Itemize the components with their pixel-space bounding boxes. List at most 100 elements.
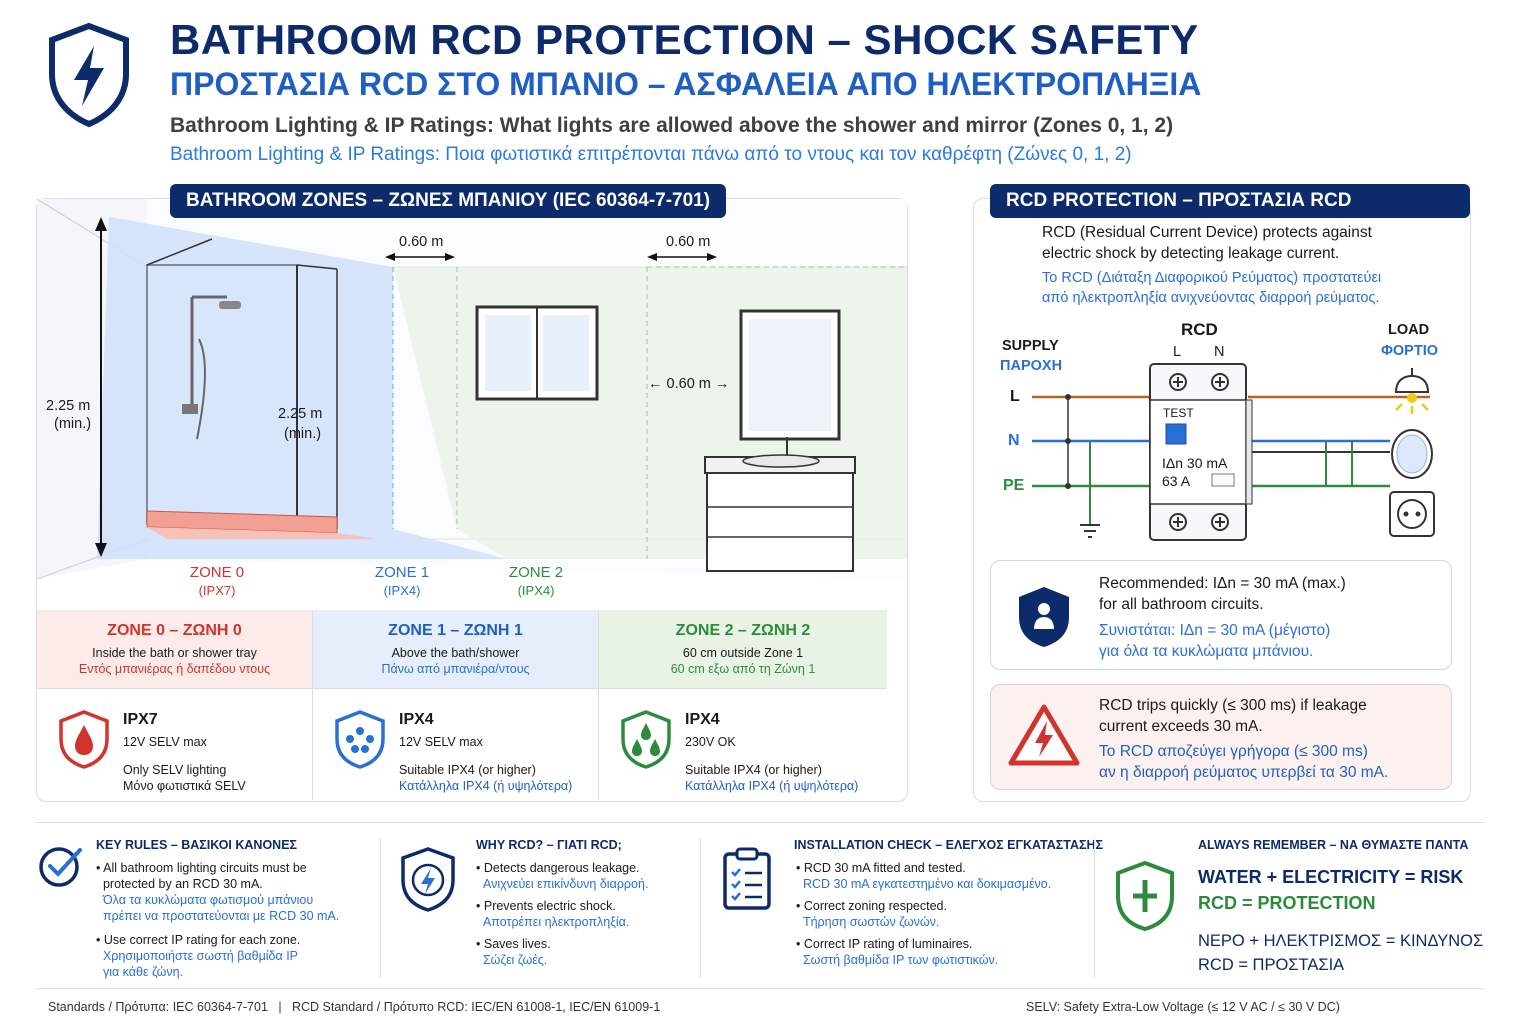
zone1-voltage: 12V SELV max <box>399 735 483 749</box>
why-rcd-item-3: • Saves lives. Σώζει ζωές. <box>476 937 551 967</box>
height-label-left-min: (min.) <box>54 416 92 432</box>
height-label-inner: 2.25 m <box>278 406 323 422</box>
rcd-intro-2: electric shock by detecting leakage curr… <box>1042 245 1340 262</box>
why-rcd-item-1-greek: Ανιχνεύει επικίνδυνη διαρροή. <box>482 877 649 891</box>
zone2-label-ip: (IPX4) <box>517 583 555 598</box>
zone1-label-ip: (IPX4) <box>383 583 421 598</box>
zone2-note-greek: Κατάλληλα IPX4 (ή υψηλότερα) <box>685 779 859 793</box>
zone0-voltage: 12V SELV max <box>123 735 207 749</box>
recommended-text-1: Recommended: IΔn = 30 mA (max.) <box>1099 575 1346 592</box>
recommended-greek-1: Συνιστάται: IΔn = 30 mA (μέγιστο) <box>1099 622 1331 639</box>
rcd-amps-label: 63 A <box>1162 473 1191 489</box>
water-drops-icon <box>621 710 671 769</box>
dim-label-top-1: 0.60 m <box>399 234 444 250</box>
dim-label-mirror: ← 0.60 m → <box>648 376 730 392</box>
zone0-note-greek: Μόνο φωτιστικά SELV <box>123 779 246 793</box>
install-item-3: • Correct IP rating of luminaires. Σωστή… <box>796 937 999 967</box>
remember-line-4: RCD = ΠΡΟΣΤΑΣΙΑ <box>1198 956 1345 974</box>
line-l-label: L <box>1010 388 1020 405</box>
recommended-greek-2: για όλα τα κυκλώματα μπάνιου. <box>1099 643 1314 660</box>
key-rule-2-greek-1: Χρησιμοποιήστε σωστή βαθμίδα IP <box>102 949 299 963</box>
height-label-left: 2.25 m <box>46 398 91 414</box>
socket-icon <box>1389 491 1435 537</box>
zone0-label: ZONE 0 (IPX7) <box>187 564 247 598</box>
why-rcd-item-3-greek: Σώζει ζωές. <box>482 953 548 967</box>
recommended-text-2: for all bathroom circuits. <box>1099 596 1264 613</box>
page-subtitle: Bathroom Lighting & IP Ratings: What lig… <box>170 114 1174 137</box>
zone2-note: Suitable IPX4 (or higher) <box>685 763 822 777</box>
zone2-label: ZONE 2 (IPX4) <box>506 564 566 598</box>
rcd-terminal-l: L <box>1173 344 1182 360</box>
zone1-desc: Above the bath/shower <box>391 646 520 660</box>
why-rcd-title: WHY RCD? – ΓΙΑΤΙ RCD; <box>476 838 622 852</box>
zone2-label-name: ZONE 2 <box>508 564 564 581</box>
warning-bolt-icon <box>1008 704 1080 766</box>
rcd-terminal-n: N <box>1214 344 1225 360</box>
zone0-label-ip: (IPX7) <box>198 583 236 598</box>
load-label: LOAD <box>1388 322 1430 338</box>
supply-label-greek: ΠΑΡΟΧΗ <box>1000 358 1063 374</box>
zone1-label: ZONE 1 (IPX4) <box>372 564 432 598</box>
why-rcd-item-1-text: Detects dangerous leakage. <box>483 861 640 875</box>
trip-text-2: current exceeds 30 mA. <box>1099 718 1263 735</box>
rcd-idn-label: IΔn 30 mA <box>1162 455 1228 471</box>
install-item-3-greek: Σωστή βαθμίδα IP των φωτιστικών. <box>802 953 999 967</box>
install-item-1-text: RCD 30 mA fitted and tested. <box>803 861 966 875</box>
install-item-2-text: Correct zoning respected. <box>803 899 947 913</box>
why-rcd-item-1: • Detects dangerous leakage. Ανιχνεύει ε… <box>476 861 649 891</box>
zone1-column: ZONE 1 – ΖΩΝΗ 1 Above the bath/shower Πά… <box>313 610 599 800</box>
height-label-inner-min: (min.) <box>284 426 322 442</box>
key-rules-title: KEY RULES – ΒΑΣΙΚΟΙ ΚΑΝΟΝΕΣ <box>96 838 298 852</box>
zone2-column: ZONE 2 – ΖΩΝΗ 2 60 cm outside Zone 1 60 … <box>599 610 887 800</box>
trip-greek-2: αν η διαρροή ρεύματος υπερβεί τα 30 mA. <box>1099 764 1389 781</box>
shield-bolt-small-icon <box>401 847 455 912</box>
zone2-desc: 60 cm outside Zone 1 <box>682 646 804 660</box>
bottom-divider-3 <box>1094 838 1095 978</box>
key-rule-2: • Use correct IP rating for each zone. Χ… <box>96 933 301 979</box>
zone1-note: Suitable IPX4 (or higher) <box>399 763 536 777</box>
key-rule-1-greek-1: Όλα τα κυκλώματα φωτισμού μπάνιου <box>102 893 314 907</box>
key-rule-2-line: Use correct IP rating for each zone. <box>103 933 301 947</box>
zone1-note-greek: Κατάλληλα IPX4 (ή υψηλότερα) <box>399 779 573 793</box>
zone2-heading: ZONE 2 – ΖΩΝΗ 2 <box>675 622 811 639</box>
water-drop-icon <box>59 710 109 769</box>
key-rule-1-line-2: protected by an RCD 30 mA. <box>102 877 263 891</box>
page-title-greek: ΠΡΟΣΤΑΣΙΑ RCD ΣΤΟ ΜΠΑΝΙΟ – ΑΣΦΑΛΕΙΑ ΑΠΟ … <box>170 66 1202 102</box>
bottom-divider-2 <box>700 838 701 978</box>
key-rule-2-greek-2: για κάθε ζώνη. <box>102 965 184 979</box>
line-pe-label: PE <box>1003 477 1025 494</box>
remember-line-3: ΝΕΡΟ + ΗΛΕΚΤΡΙΣΜΟΣ = ΚΙΝΔΥΝΟΣ <box>1198 932 1484 950</box>
trip-text-1: RCD trips quickly (≤ 300 ms) if leakage <box>1099 697 1367 714</box>
footer-selv: SELV: Safety Extra-Low Voltage (≤ 12 V A… <box>1026 1000 1340 1014</box>
zone0-ip: IPX7 <box>123 711 158 728</box>
zone0-column: ZONE 0 – ΖΩΝΗ 0 Inside the bath or showe… <box>37 610 313 800</box>
rcd-intro-1: RCD (Residual Current Device) protects a… <box>1042 224 1372 241</box>
zone2-voltage: 230V OK <box>685 735 736 749</box>
why-rcd-item-2-text: Prevents electric shock. <box>483 899 616 913</box>
footer-standards: Standards / Πρότυπα: IEC 60364-7-701 | R… <box>48 1000 661 1014</box>
zone0-label-name: ZONE 0 <box>189 564 245 581</box>
dim-label-top-2: 0.60 m <box>666 234 711 250</box>
key-rule-1: • All bathroom lighting circuits must be… <box>96 861 340 923</box>
supply-label: SUPPLY <box>1002 338 1059 354</box>
load-label-greek: ΦΟΡΤΙΟ <box>1381 343 1439 359</box>
remember-line-1: WATER + ELECTRICITY = RISK <box>1198 867 1464 887</box>
rcd-intro-greek-2: από ηλεκτροπληξία ανιχνεύοντας διαρροή ρ… <box>1042 290 1380 306</box>
mirror-icon <box>1391 429 1433 479</box>
page-subtitle-greek: Bathroom Lighting & IP Ratings: Ποια φωτ… <box>170 144 1132 165</box>
page-title: BATHROOM RCD PROTECTION – SHOCK SAFETY <box>170 16 1199 63</box>
clipboard-icon <box>723 847 771 910</box>
key-rule-1-greek-2: πρέπει να προστατεύονται με RCD 30 mA. <box>102 909 340 923</box>
zone0-desc: Inside the bath or shower tray <box>92 646 257 660</box>
zone2-desc-greek: 60 cm εξω από τη Ζώνη 1 <box>670 662 816 676</box>
water-splash-icon <box>335 710 385 769</box>
trip-greek-1: Το RCD αποζεύγει γρήγορα (≤ 300 ms) <box>1099 743 1368 760</box>
check-circle-icon <box>39 847 82 887</box>
remember-title: ALWAYS REMEMBER – ΝΑ ΘΥΜΑΣΤΕ ΠΑΝΤΑ <box>1198 838 1469 852</box>
install-item-1: • RCD 30 mA fitted and tested. RCD 30 mA… <box>796 861 1052 891</box>
zone0-heading: ZONE 0 – ΖΩΝΗ 0 <box>107 622 242 639</box>
zone0-desc-greek: Εντός μπανιέρας ή δαπέδου ντους <box>78 662 271 676</box>
zone2-ip: IPX4 <box>685 711 720 728</box>
install-item-2-greek: Τήρηση σωστών ζωνών. <box>802 915 940 929</box>
shield-plus-icon <box>1116 860 1174 932</box>
